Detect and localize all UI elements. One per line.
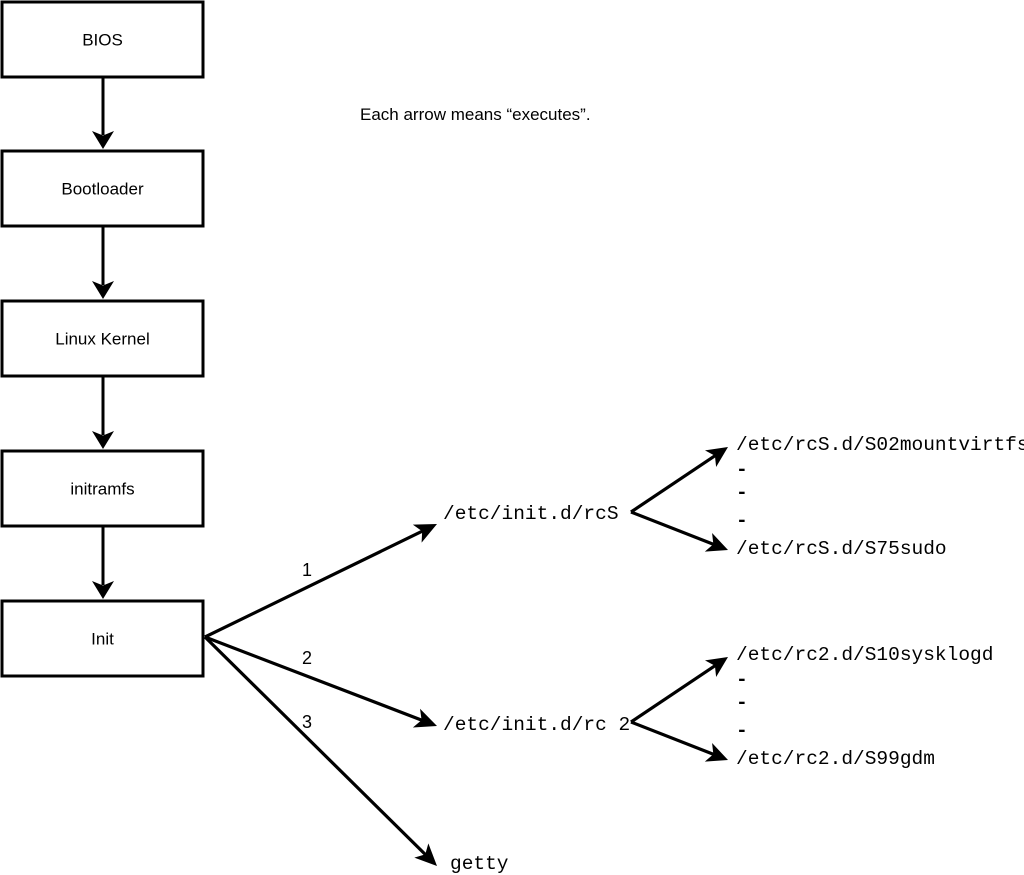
node-init-label: Init bbox=[91, 630, 114, 649]
node-initramfs[interactable]: initramfs bbox=[0, 449, 205, 528]
branch-rcs-line bbox=[204, 528, 427, 639]
branch-getty-target-label: getty bbox=[450, 853, 509, 875]
rcs-scripts-ellipsis-dash: - bbox=[736, 459, 748, 481]
rcs-scripts-first-arrowhead bbox=[704, 447, 728, 467]
vertical-edges-group bbox=[92, 77, 114, 599]
node-bios-label: BIOS bbox=[82, 31, 123, 50]
branch-number-labels-group: 1 2 3 bbox=[302, 560, 312, 732]
branch-getty-number-label: 3 bbox=[302, 712, 312, 732]
rcs-scripts-last-line bbox=[630, 510, 718, 548]
rc2-scripts-ellipsis-dash: - bbox=[736, 669, 748, 691]
node-bios-box[interactable] bbox=[0, 0, 205, 79]
rc2-scripts-last-line bbox=[630, 720, 718, 758]
kernel-to-initramfs-arrowhead bbox=[92, 431, 114, 449]
node-bootloader-label: Bootloader bbox=[61, 180, 144, 199]
rcs-scripts-ellipsis-dash: - bbox=[736, 510, 748, 532]
diagram-caption: Each arrow means “executes”. bbox=[360, 105, 591, 124]
node-linux-kernel-box[interactable] bbox=[0, 299, 205, 378]
rc2-scripts-first-label: /etc/rc2.d/S10sysklogd bbox=[736, 644, 993, 666]
rcs-scripts-last-label: /etc/rcS.d/S75sudo bbox=[736, 538, 947, 560]
rc2-scripts-ellipsis-dash: - bbox=[736, 720, 748, 742]
rcs-scripts-last-arrowhead bbox=[704, 533, 728, 552]
bootloader-to-kernel-arrowhead bbox=[92, 281, 114, 299]
rcs-scripts-ellipsis-dash: - bbox=[736, 482, 748, 504]
node-bios[interactable]: BIOS bbox=[0, 0, 205, 79]
bios-to-bootloader-arrowhead bbox=[92, 131, 114, 149]
rcs-scripts-first-line bbox=[630, 452, 719, 514]
node-initramfs-box[interactable] bbox=[0, 449, 205, 528]
branch-rcs-number-label: 1 bbox=[302, 560, 312, 580]
node-init[interactable]: Init bbox=[0, 599, 205, 678]
rc2-scripts-ellipsis-dash: - bbox=[736, 692, 748, 714]
node-linux-kernel-label: Linux Kernel bbox=[55, 330, 150, 349]
branch-target-labels-group: /etc/init.d/rcS/etc/init.d/rc 2 getty bbox=[443, 503, 630, 875]
rc2-scripts-first-arrowhead bbox=[704, 657, 728, 677]
rc2-scripts-last-arrowhead bbox=[704, 743, 728, 762]
branch-rc2-target-label: /etc/init.d/rc 2 bbox=[443, 714, 630, 736]
node-bootloader[interactable]: Bootloader bbox=[0, 149, 205, 228]
rc2-scripts-first-line bbox=[630, 662, 719, 724]
branch-getty-arrowhead bbox=[414, 843, 437, 866]
initramfs-to-init-arrowhead bbox=[92, 581, 114, 599]
rcs-scripts-first-label: /etc/rcS.d/S02mountvirtfs bbox=[736, 434, 1024, 456]
branch-rcs-arrowhead bbox=[412, 524, 437, 543]
branch-rc2-arrowhead bbox=[412, 708, 437, 728]
node-linux-kernel[interactable]: Linux Kernel bbox=[0, 299, 205, 378]
script-labels-group: /etc/rcS.d/S02mountvirtfs/etc/rcS.d/S75s… bbox=[736, 434, 1024, 770]
branch-rc2-number-label: 2 bbox=[302, 648, 312, 668]
branch-getty-line bbox=[203, 635, 429, 859]
script-groups-group bbox=[630, 447, 728, 762]
rc2-scripts-last-label: /etc/rc2.d/S99gdm bbox=[736, 748, 935, 770]
node-initramfs-label: initramfs bbox=[70, 480, 134, 499]
branch-rc2-line bbox=[204, 635, 426, 723]
node-init-box[interactable] bbox=[0, 599, 205, 678]
init-fanout-group bbox=[203, 524, 437, 866]
branch-rcs-target-label: /etc/init.d/rcS bbox=[443, 503, 619, 525]
node-bootloader-box[interactable] bbox=[0, 149, 205, 228]
